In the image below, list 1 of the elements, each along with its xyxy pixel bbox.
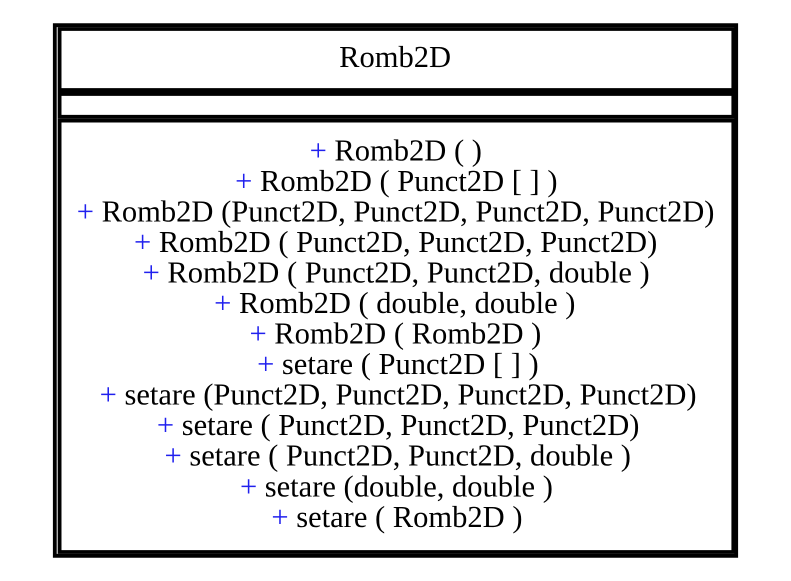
node-box: Romb2D + Romb2D ( ) + Romb2D ( Punct2D [ ] ) + Romb2D (Punct2D, Punct2D, Punct2D, Punct2D) + Romb2D ( Punct2D, Punct2D, Punct2D) + Romb2D ( Punct2D, Punct2D, double ) + Romb2D ( double, double ) + Romb2D ( Romb2D ) + setare ( Punct2D [ ] ) + setare (Punct2D, Punct2D, Punct2D, Punct2D) + setare ( Punct2D, Punct2D, Punct2D) + setare ( Punct2D, Punct2D, double ) + setare (double, double ) + setare ( Romb2D )	[52, 23, 738, 558]
